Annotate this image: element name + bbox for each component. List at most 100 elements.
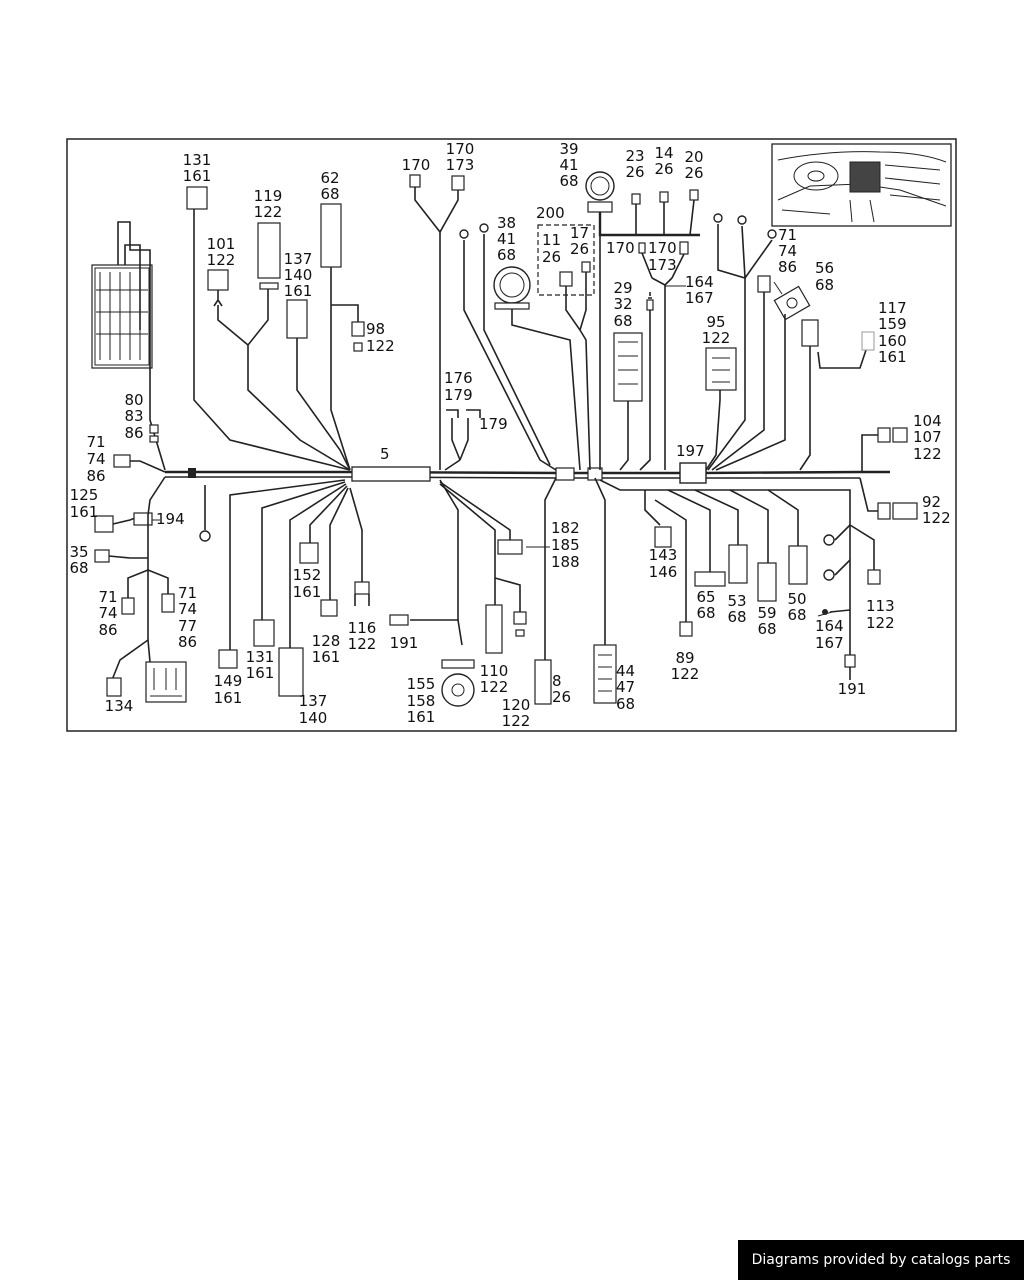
connector-92: [877, 502, 891, 520]
callout-170-top: 170: [402, 156, 431, 174]
connector-62: [320, 203, 342, 268]
connector-14: [659, 191, 669, 203]
connector-11: [559, 271, 573, 287]
connector-20: [689, 189, 699, 201]
connector-50: [788, 545, 808, 585]
harness-clip: [555, 467, 575, 481]
connector-95: [705, 347, 737, 391]
connector-191-right: [844, 654, 856, 668]
grommet-197: [679, 462, 707, 484]
callout-179: 179: [479, 415, 508, 433]
connector-152: [299, 542, 319, 564]
connector-131: [186, 186, 208, 210]
diagram-credit-footer: Diagrams provided by catalogs parts: [738, 1240, 1024, 1280]
connector-80: [149, 424, 159, 434]
sensor-56: [773, 285, 811, 321]
connector-59: [757, 562, 777, 602]
gauge-39: [585, 171, 615, 201]
connector-191-left: [389, 614, 409, 626]
connector-17: [581, 261, 591, 273]
connector-170-top: [409, 174, 421, 188]
connector-29: [613, 332, 643, 402]
main-harness-trunk: [165, 462, 890, 484]
connector-128: [320, 599, 338, 617]
connector-110: [485, 604, 503, 654]
connector-104: [877, 427, 891, 443]
callout-5: 5: [380, 445, 390, 463]
connector-137-lower: [278, 647, 304, 697]
dashboard-location-inset: [771, 143, 952, 227]
harness-clip: [587, 467, 603, 481]
connector-170-mid: [638, 242, 646, 254]
connector-53: [728, 544, 748, 584]
left-branches: [94, 186, 370, 703]
ignition-switch-155: [441, 673, 475, 707]
connector-137-upper: [286, 299, 308, 339]
connector-71-right: [757, 275, 771, 293]
center-lower-branches: [389, 477, 617, 707]
connector-120: [513, 611, 527, 625]
connector-71-lower: [121, 597, 135, 615]
connector-44: [593, 644, 617, 704]
connector-71-left: [113, 454, 131, 468]
right-top-branches: [705, 213, 918, 520]
callout-191-left: 191: [390, 634, 419, 652]
connector-35: [94, 549, 110, 563]
connector-relay-right: [801, 319, 819, 347]
connector-116: [354, 581, 370, 595]
harness-tie: [188, 468, 196, 478]
diagram-frame: [66, 138, 957, 732]
callout-194: 194: [156, 510, 185, 528]
connector-23: [631, 193, 641, 205]
connector-89: [679, 621, 693, 637]
connector-182: [497, 539, 523, 555]
connector-117: [861, 331, 875, 351]
leader-lines: [152, 281, 833, 617]
connector-149: [218, 649, 238, 669]
callout-197: 197: [676, 442, 705, 460]
harness-sleeve: [351, 466, 431, 482]
callout-134: 134: [105, 697, 134, 715]
connector-119: [257, 222, 281, 279]
connector-170-173-mid: [679, 241, 689, 255]
